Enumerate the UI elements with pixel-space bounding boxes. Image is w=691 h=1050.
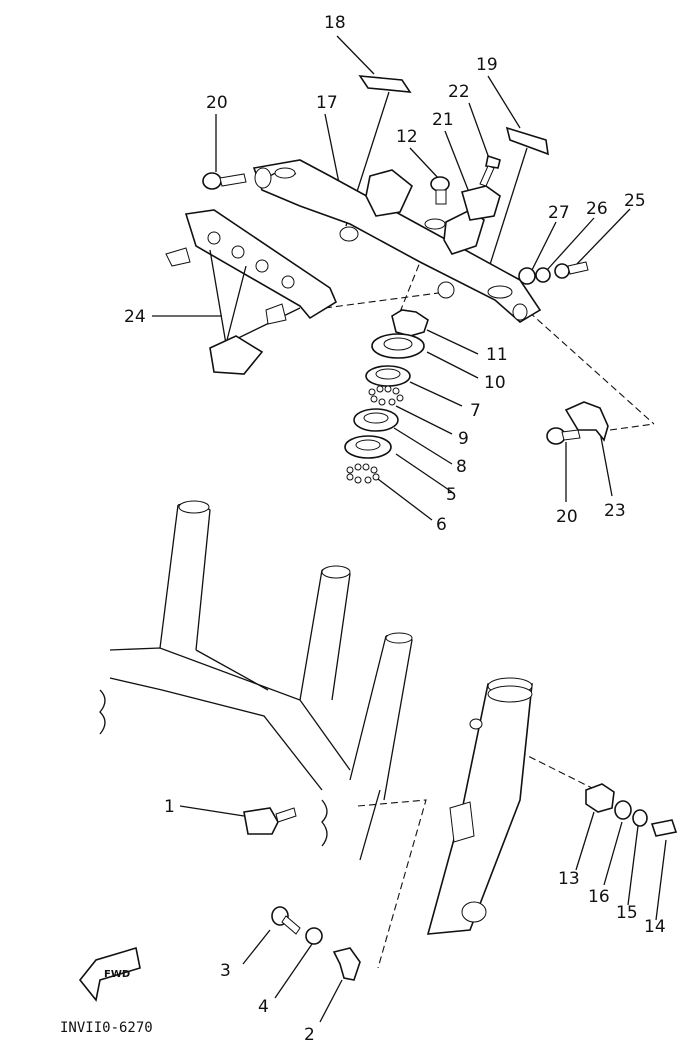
clamp-1 [243,807,297,835]
callout-14: 14 [644,917,666,937]
bolt-3 [271,906,301,935]
callout-19: 19 [476,55,498,75]
callout-10: 10 [484,373,506,393]
fork-tube [426,677,533,935]
washer-4 [305,927,323,945]
callout-17: 17 [316,93,338,113]
fastener-group-25-27 [518,261,589,285]
callout-26: 26 [586,199,608,219]
callout-5: 5 [446,485,457,505]
callout-1: 1 [164,797,175,817]
bracket-blocks [365,169,501,255]
callout-numbers: 18 19 17 22 20 21 12 27 26 25 24 11 10 7… [124,13,666,1045]
balls-6 [346,463,380,484]
callout-20-bottom: 20 [556,507,578,527]
bearing-stack [344,309,429,484]
callout-22: 22 [448,82,470,102]
leader-lines [152,35,667,1023]
callout-11: 11 [486,345,508,365]
callout-12: 12 [396,127,418,147]
bolt-12 [430,176,450,205]
fwd-label: FWD [104,969,130,980]
callout-8: 8 [456,457,467,477]
lower-frame [99,500,413,861]
callout-15: 15 [616,903,638,923]
callout-18: 18 [324,13,346,33]
callout-24: 24 [124,307,146,327]
plate-19 [505,126,549,156]
callout-6: 6 [436,515,447,535]
balls-9 [368,385,404,406]
callout-9: 9 [458,429,469,449]
diagram-code: INVII0-6270 [60,1020,153,1036]
clamp-13-group [585,783,678,837]
ring-nut-11 [391,309,429,337]
callout-16: 16 [588,887,610,907]
callout-25: 25 [624,191,646,211]
upper-bracket [252,159,542,323]
callout-13: 13 [558,869,580,889]
callout-23: 23 [604,501,626,521]
callout-21: 21 [432,110,454,130]
bracket-23 [546,401,609,445]
plate-18 [358,75,412,93]
fwd-arrow-icon: FWD [78,946,141,1002]
callout-2: 2 [304,1025,315,1045]
callout-7: 7 [470,401,481,421]
bracket-2 [332,947,361,981]
bolt-22 [479,154,501,187]
callout-27: 27 [548,203,570,223]
callout-4: 4 [258,997,269,1017]
bolt-20-top [202,172,247,190]
callout-3: 3 [220,961,231,981]
stay-24 [165,209,455,375]
callout-20-top: 20 [206,93,228,113]
